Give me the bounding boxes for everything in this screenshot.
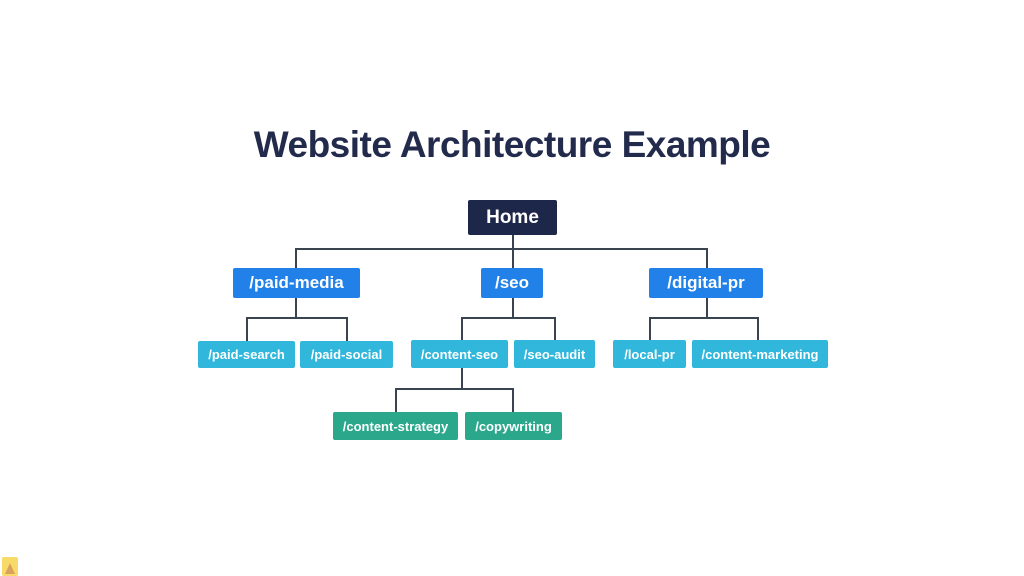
node-content-strategy: /content-strategy xyxy=(333,412,458,440)
connector-level1-horizontal xyxy=(295,248,707,250)
connector-seo-down xyxy=(512,298,514,318)
node-digital-pr: /digital-pr xyxy=(649,268,763,298)
watermark-glyph xyxy=(5,563,15,574)
connector-paid-media-horizontal xyxy=(246,317,347,319)
page-title: Website Architecture Example xyxy=(253,124,771,165)
connector-to-paid-social xyxy=(346,317,348,341)
node-seo-audit: /seo-audit xyxy=(514,340,595,368)
connector-paid-media-down xyxy=(295,298,297,318)
connector-to-content-strategy xyxy=(395,388,397,412)
connector-seo-horizontal xyxy=(461,317,555,319)
node-paid-social: /paid-social xyxy=(300,341,393,368)
connector-to-paid-search xyxy=(246,317,248,341)
connector-content-seo-horizontal xyxy=(395,388,514,390)
node-content-seo: /content-seo xyxy=(411,340,508,368)
node-content-marketing: /content-marketing xyxy=(692,340,828,368)
connector-digital-pr-horizontal xyxy=(649,317,758,319)
connector-to-local-pr xyxy=(649,317,651,340)
connector-to-paid-media xyxy=(295,248,297,268)
connector-to-seo xyxy=(512,248,514,268)
connector-to-content-seo xyxy=(461,317,463,340)
connector-digital-pr-down xyxy=(706,298,708,318)
connector-to-content-marketing xyxy=(757,317,759,340)
connector-to-digital-pr xyxy=(706,248,708,268)
node-paid-search: /paid-search xyxy=(198,341,295,368)
connector-content-seo-down xyxy=(461,368,463,389)
connector-home-down xyxy=(512,235,514,249)
node-paid-media: /paid-media xyxy=(233,268,360,298)
node-copywriting: /copywriting xyxy=(465,412,562,440)
watermark-icon xyxy=(2,557,18,576)
connector-to-seo-audit xyxy=(554,317,556,340)
connector-to-copywriting xyxy=(512,388,514,412)
node-home: Home xyxy=(468,200,557,235)
node-local-pr: /local-pr xyxy=(613,340,686,368)
node-seo: /seo xyxy=(481,268,543,298)
